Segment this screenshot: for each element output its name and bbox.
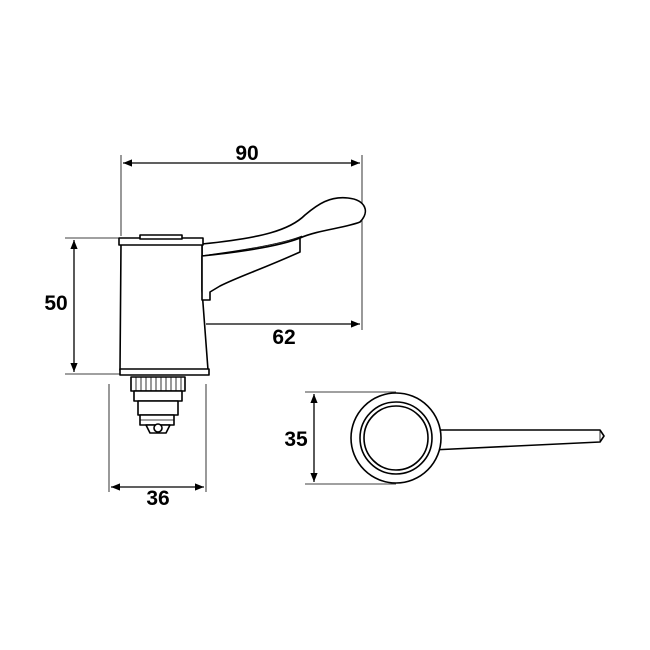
lever-blade-top [431, 429, 605, 451]
cap-indicator [139, 234, 183, 240]
side-view: 90 50 62 36 [44, 142, 367, 510]
tap-body [119, 243, 209, 371]
dim-label-width: 90 [235, 142, 258, 165]
dim-label-base: 36 [146, 487, 169, 510]
top-view: 35 [284, 391, 605, 485]
valve-body [137, 400, 179, 416]
inner-cap [363, 405, 429, 471]
dim-label-height: 50 [44, 292, 67, 315]
valve-collar [133, 390, 183, 402]
thread-lines [135, 377, 182, 391]
valve-screw [153, 423, 163, 433]
lever-neck [201, 237, 301, 301]
tap-base-ring [119, 368, 210, 376]
dim-label-lever: 62 [272, 326, 295, 349]
dim-label-diameter: 35 [284, 428, 308, 451]
thread-section [130, 376, 186, 392]
